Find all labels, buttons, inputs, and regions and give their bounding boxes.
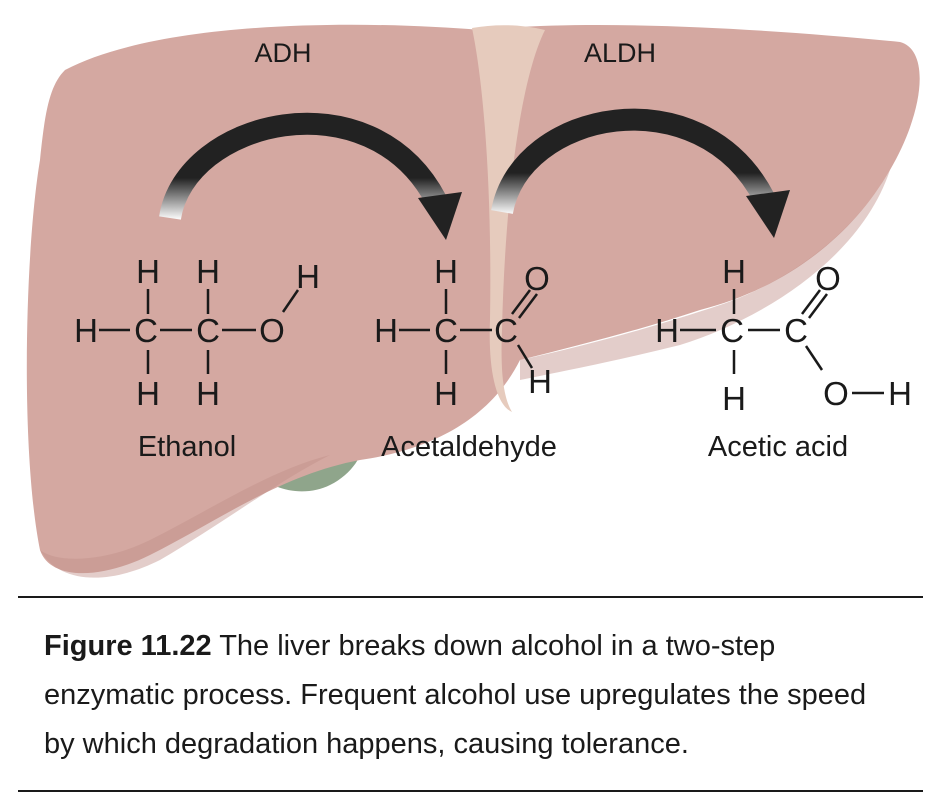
- reaction-arrow-1: [159, 112, 462, 240]
- caption-top-rule: [18, 596, 923, 598]
- acetaldehyde-atom-h: H: [374, 312, 398, 349]
- molecule-name-ethanol: Ethanol: [138, 431, 236, 463]
- acetaldehyde-atom-o: O: [524, 260, 550, 297]
- ethanol-atom-h: H: [196, 375, 220, 412]
- ethanol-atom-o: O: [259, 312, 285, 349]
- acetic-acid-atom-o: O: [823, 375, 849, 412]
- falciform-ligament: [472, 25, 545, 412]
- liver-body: [26, 24, 920, 574]
- liver-diagram: ADH ALDH H H H H C C O H H Ethanol H O H: [26, 24, 920, 578]
- enzyme-label-adh: ADH: [254, 38, 311, 68]
- acetic-acid-structure: [680, 289, 884, 395]
- molecule-name-acetic-acid: Acetic acid: [708, 431, 848, 463]
- figure-number: Figure 11.22: [44, 630, 212, 662]
- figure-caption: Figure 11.22 The liver breaks down alcoh…: [44, 622, 904, 769]
- ethanol-atom-c: C: [196, 312, 220, 349]
- acetic-acid-atom-c: C: [784, 312, 808, 349]
- ethanol-atom-h: H: [74, 312, 98, 349]
- ethanol-atom-c: C: [134, 312, 158, 349]
- acetaldehyde-atom-h: H: [528, 363, 552, 400]
- acetic-acid-atom-h: H: [888, 375, 912, 412]
- arrowhead-1: [418, 192, 462, 240]
- molecule-name-acetaldehyde: Acetaldehyde: [381, 431, 557, 463]
- acetaldehyde-atom-h: H: [434, 375, 458, 412]
- arrowhead-2: [746, 190, 790, 238]
- acetaldehyde-atom-c: C: [494, 312, 518, 349]
- acetic-acid-atom-c: C: [720, 312, 744, 349]
- liver-shadow-right-lobe: [520, 170, 890, 380]
- ethanol-structure: [99, 289, 300, 374]
- figure-caption-text: The liver breaks down alcohol in a two-s…: [44, 630, 867, 760]
- reaction-arrow-2: [491, 108, 790, 238]
- acetic-acid-atom-h: H: [655, 312, 679, 349]
- acetaldehyde-atom-c: C: [434, 312, 458, 349]
- liver-shadow-left-edge: [40, 455, 330, 578]
- enzyme-label-aldh: ALDH: [584, 38, 656, 68]
- ethanol-atom-h: H: [136, 375, 160, 412]
- acetaldehyde-atom-h: H: [434, 253, 458, 290]
- ethanol-atom-h: H: [136, 253, 160, 290]
- acetaldehyde-structure: [399, 289, 538, 374]
- acetic-acid-atom-h: H: [722, 380, 746, 417]
- caption-bottom-rule: [18, 790, 923, 792]
- acetic-acid-atom-h: H: [722, 253, 746, 290]
- ethanol-atom-h: H: [196, 253, 220, 290]
- liver-illustration: [26, 24, 920, 578]
- acetic-acid-atom-o: O: [815, 260, 841, 297]
- ethanol-atom-h: H: [296, 258, 320, 295]
